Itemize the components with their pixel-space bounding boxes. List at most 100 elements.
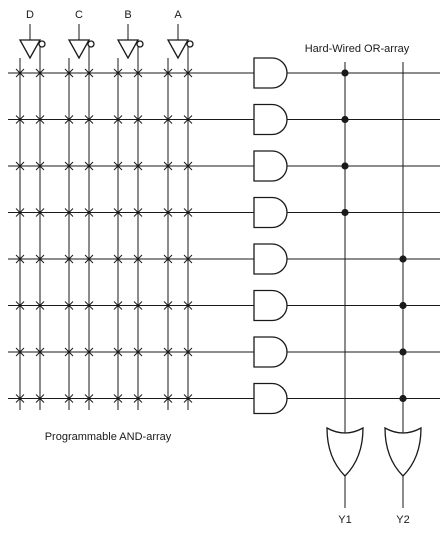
fuse-stroke (64, 394, 74, 403)
fuse-stroke (133, 347, 143, 357)
fuse-mark (15, 347, 25, 357)
fuse-mark (64, 208, 74, 217)
fuse-stroke (113, 208, 123, 217)
fuse-mark (163, 394, 173, 403)
connection-dot-y2-p6 (399, 301, 407, 310)
fuse-mark (35, 208, 45, 217)
fuse-stroke (113, 161, 123, 171)
fuse-mark (35, 161, 45, 171)
or-array-label: Hard-Wired OR-array (305, 43, 410, 55)
fuse-stroke (84, 68, 94, 78)
fuse-stroke (163, 394, 173, 403)
fuse-stroke (183, 208, 193, 217)
fuse-stroke (183, 301, 193, 310)
fuse-mark (183, 161, 193, 171)
buffer-a (166, 39, 190, 60)
fuse-mark (35, 254, 45, 264)
fuse-mark (84, 254, 94, 264)
fuse-stroke (84, 347, 94, 357)
fuse-stroke (35, 68, 45, 78)
fuse-stroke (64, 115, 74, 124)
fuse-stroke (163, 301, 173, 310)
fuse-mark (35, 394, 45, 403)
fuse-mark (84, 301, 94, 310)
fuse-mark (84, 68, 94, 78)
connections-layer (341, 69, 407, 403)
fuse-mark (35, 301, 45, 310)
fuse-stroke (133, 301, 143, 310)
fuse-mark (35, 68, 45, 78)
fuse-stroke (84, 161, 94, 171)
fuse-mark (64, 347, 74, 357)
fuse-mark (163, 68, 173, 78)
fuse-mark (113, 301, 123, 310)
fuse-mark (15, 161, 25, 171)
fuse-mark (64, 254, 74, 264)
output-label-y2: Y2 (396, 514, 409, 526)
fuse-mark (183, 115, 193, 124)
inverter-bubble-a (186, 40, 194, 48)
fuse-mark (113, 68, 123, 78)
and-gate-3 (253, 150, 288, 182)
fuse-stroke (84, 254, 94, 264)
fuse-stroke (15, 301, 25, 310)
fuse-mark (113, 208, 123, 217)
fuse-mark (15, 301, 25, 310)
fuse-stroke (163, 68, 173, 78)
fuse-stroke (163, 347, 173, 357)
fuse-mark (15, 208, 25, 217)
and-gate-7 (253, 336, 288, 368)
fuse-mark (64, 301, 74, 310)
fuse-stroke (35, 347, 45, 357)
fuse-stroke (15, 254, 25, 264)
fuse-stroke (183, 161, 193, 171)
fuse-mark (113, 394, 123, 403)
fuse-mark (183, 208, 193, 217)
fuse-stroke (84, 208, 94, 217)
fuse-mark (113, 115, 123, 124)
fuse-stroke (113, 68, 123, 78)
inverter-bubble-c (87, 40, 95, 48)
fuse-stroke (35, 254, 45, 264)
fuse-mark (15, 115, 25, 124)
fuse-mark (163, 254, 173, 264)
fuse-stroke (183, 347, 193, 357)
fuse-stroke (15, 208, 25, 217)
fuse-stroke (163, 115, 173, 124)
fuse-stroke (64, 347, 74, 357)
fuse-stroke (84, 301, 94, 310)
fuse-stroke (183, 254, 193, 264)
connection-dot-y1-p4 (341, 208, 349, 217)
fuse-mark (84, 347, 94, 357)
fuse-mark (133, 254, 143, 264)
fuse-mark (163, 161, 173, 171)
fuse-stroke (64, 68, 74, 78)
fuse-stroke (163, 208, 173, 217)
connection-dot-y2-p8 (399, 394, 407, 403)
connection-dot-y1-p1 (341, 69, 349, 77)
fuse-mark (15, 394, 25, 403)
fuse-mark (15, 254, 25, 264)
fuse-stroke (15, 115, 25, 124)
fuse-stroke (183, 115, 193, 124)
wires-layer (8, 24, 440, 508)
fuse-stroke (35, 208, 45, 217)
fuse-mark (113, 254, 123, 264)
fuse-mark (84, 208, 94, 217)
fuse-mark (183, 394, 193, 403)
fuse-stroke (64, 254, 74, 264)
fuse-mark (183, 301, 193, 310)
fuse-mark (183, 68, 193, 78)
fuse-mark (35, 115, 45, 124)
and-gate-8 (253, 382, 288, 415)
fuse-stroke (163, 161, 173, 171)
fuse-mark (84, 161, 94, 171)
fuse-mark (183, 347, 193, 357)
input-label-c: C (75, 9, 83, 21)
input-label-b: B (124, 9, 131, 21)
and-gate-1 (253, 57, 288, 89)
fuse-mark (133, 347, 143, 357)
fuse-stroke (133, 68, 143, 78)
fuse-mark (163, 301, 173, 310)
fuse-mark (64, 68, 74, 78)
